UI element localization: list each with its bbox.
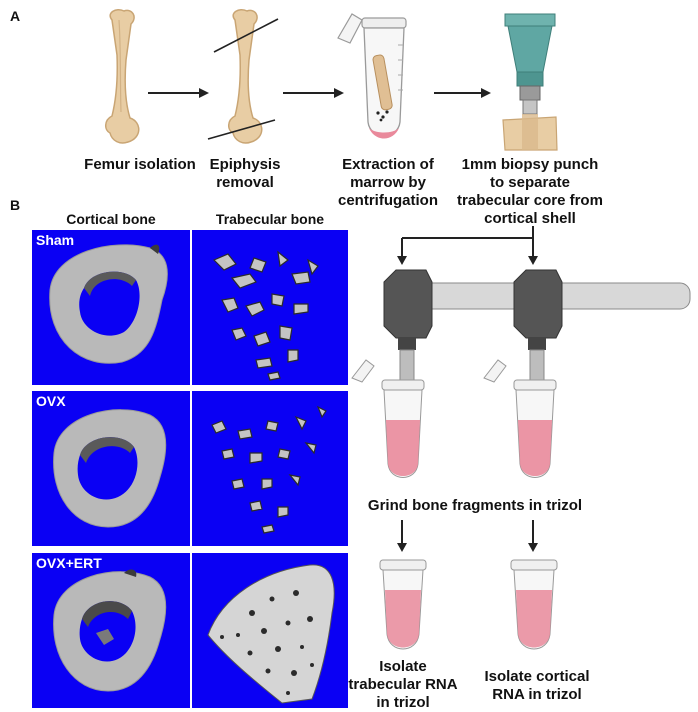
ct-cortical-ovx-ert: OVX+ERT bbox=[32, 553, 190, 708]
ct-cortical-ovx: OVX bbox=[32, 391, 190, 546]
step-label-epiphysis-removal: Epiphysis removal bbox=[209, 156, 281, 191]
ct-trabecular-sham bbox=[192, 230, 348, 385]
trabecular-network bbox=[212, 250, 319, 381]
tube-icon bbox=[351, 359, 425, 478]
biopsy-punch-icon bbox=[502, 13, 558, 151]
tube-icon bbox=[483, 359, 557, 478]
group-label-ovx: OVX bbox=[36, 393, 66, 409]
ct-trabecular-ovx bbox=[192, 391, 348, 546]
cut-femur-icon bbox=[207, 8, 279, 144]
split-arrows bbox=[401, 226, 534, 258]
output-label-trabecular: Isolate trabecular RNA in trizol bbox=[348, 658, 458, 711]
step-label-femur-isolation: Femur isolation bbox=[84, 156, 196, 173]
output-label-cortical: Isolate cortical RNA in trizol bbox=[484, 668, 590, 703]
down-arrows bbox=[401, 520, 534, 544]
tube-icon bbox=[510, 559, 558, 650]
panel-b-letter: B bbox=[10, 197, 21, 213]
col-header-cortical: Cortical bone bbox=[66, 211, 156, 227]
cortical-ring bbox=[53, 569, 167, 692]
step-label-biopsy-punch: 1mm biopsy punch to separate trabecular … bbox=[457, 156, 603, 227]
cortical-ring bbox=[53, 409, 167, 528]
ct-trabecular-ovx-ert bbox=[192, 553, 348, 708]
cortical-ring bbox=[49, 244, 168, 364]
group-label-ovx-ert: OVX+ERT bbox=[36, 555, 102, 571]
arrow-3 bbox=[434, 88, 491, 98]
femur-icon bbox=[105, 8, 140, 144]
panel-a-letter: A bbox=[10, 8, 21, 24]
arrow-1 bbox=[148, 88, 209, 98]
col-header-trabecular: Trabecular bone bbox=[215, 211, 325, 227]
group-label-sham: Sham bbox=[36, 232, 75, 248]
step-label-marrow-extraction: Extraction of marrow by centrifugation bbox=[338, 156, 438, 209]
ct-cortical-sham: Sham bbox=[32, 230, 190, 385]
tube-icon bbox=[379, 559, 427, 650]
trabecular-network bbox=[211, 405, 327, 534]
arrow-2 bbox=[283, 88, 344, 98]
centrifuge-tube-icon bbox=[337, 13, 407, 139]
grind-label: Grind bone fragments in trizol bbox=[367, 497, 583, 514]
trabecular-block bbox=[207, 564, 335, 704]
